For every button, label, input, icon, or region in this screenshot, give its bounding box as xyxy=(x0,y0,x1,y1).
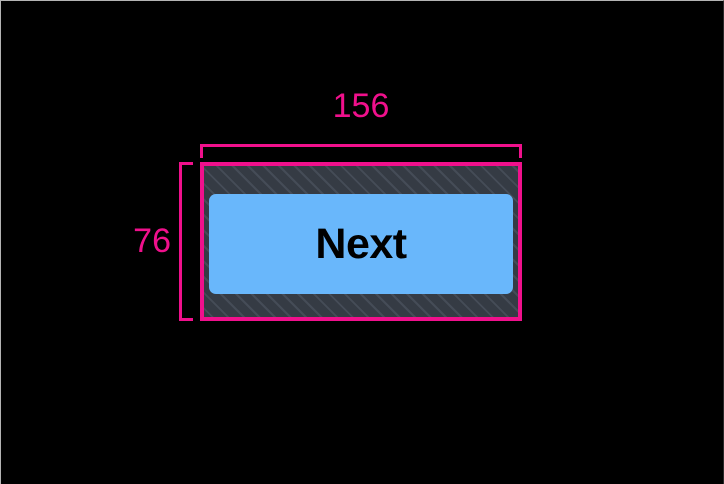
measured-element-group[interactable]: Next xyxy=(200,162,522,321)
selection-bounds-rect xyxy=(200,162,522,321)
height-dimension-label: 76 xyxy=(133,222,171,260)
element-inset-hatch-area: Next xyxy=(204,166,518,317)
height-dimension-bracket xyxy=(179,162,193,321)
width-dimension-label: 156 xyxy=(332,87,390,125)
width-dimension-bracket xyxy=(200,144,522,158)
next-button-label: Next xyxy=(315,219,407,268)
next-button[interactable]: Next xyxy=(209,194,513,294)
